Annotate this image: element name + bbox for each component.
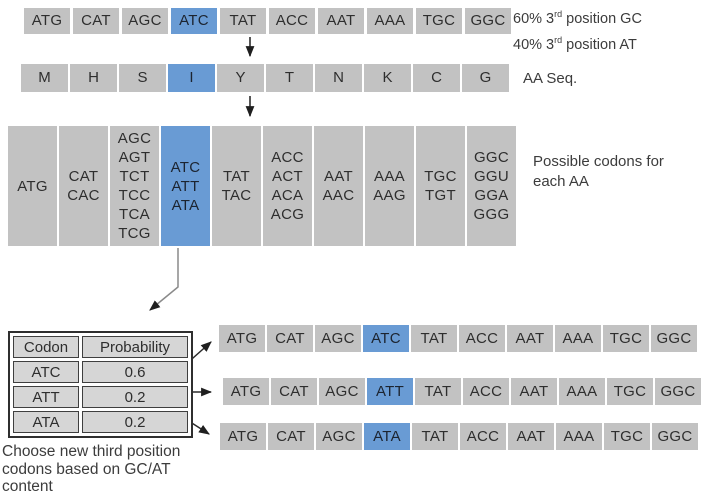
codon-cell: AGC xyxy=(315,325,361,352)
table-header-row: Codon Probability xyxy=(13,336,188,358)
codon-cell: ACC xyxy=(463,378,509,405)
result-sequence-2: ATG CAT AGC ATT TAT ACC AAT AAA TGC GGC xyxy=(223,378,701,405)
codon-cell: TAT xyxy=(415,378,461,405)
table-header-probability: Probability xyxy=(82,336,188,358)
codon-cell: TAT xyxy=(411,325,457,352)
table-header-codon: Codon xyxy=(13,336,79,358)
codon-cell: AAA xyxy=(559,378,605,405)
codon-cell: GGC xyxy=(655,378,701,405)
table-cell-probability: 0.2 xyxy=(82,411,188,433)
table-cell-codon: ATC xyxy=(13,361,79,383)
codon-cell-highlighted: ATC xyxy=(363,325,409,352)
aa-cell: N xyxy=(315,64,362,92)
aa-cell: C xyxy=(413,64,460,92)
aa-cell: M xyxy=(21,64,68,92)
codon-column: AAT AAC xyxy=(314,126,363,246)
gc-annotation-line1: 60% 3rd position GC xyxy=(513,9,642,27)
codon-column: AGC AGT TCT TCC TCA TCG xyxy=(110,126,159,246)
codon-cell: AAT xyxy=(508,423,554,450)
probability-table: Codon Probability ATC 0.6 ATT 0.2 ATA 0.… xyxy=(8,331,193,438)
aa-cell: H xyxy=(70,64,117,92)
aa-cell: Y xyxy=(217,64,264,92)
codon-column: TGC TGT xyxy=(416,126,465,246)
codon-cell: AGC xyxy=(122,8,168,34)
table-caption: Choose new third position codons based o… xyxy=(2,443,181,495)
gc-content-annotation: 60% 3rd position GC 40% 3rd position AT xyxy=(513,4,642,56)
codon-cell: AAA xyxy=(556,423,602,450)
table-row: ATT 0.2 xyxy=(13,386,188,408)
gc-annotation-line2: 40% 3rd position AT xyxy=(513,34,637,53)
codon-cell: ATG xyxy=(220,423,266,450)
codon-cell: AAA xyxy=(367,8,413,34)
codon-column: ATG xyxy=(8,126,57,246)
codon-cell: TGC xyxy=(603,325,649,352)
codon-cell: GGC xyxy=(465,8,511,34)
aa-cell: S xyxy=(119,64,166,92)
codon-cell: ATG xyxy=(24,8,70,34)
codon-cell: CAT xyxy=(267,325,313,352)
codon-cell: CAT xyxy=(268,423,314,450)
codon-cell: TGC xyxy=(607,378,653,405)
codon-column: TAT TAC xyxy=(212,126,261,246)
codon-cell-highlighted: ATT xyxy=(367,378,413,405)
aa-cell: K xyxy=(364,64,411,92)
table-row: ATC 0.6 xyxy=(13,361,188,383)
result-sequence-1: ATG CAT AGC ATC TAT ACC AAT AAA TGC GGC xyxy=(219,325,697,352)
codon-cell: AGC xyxy=(319,378,365,405)
codon-cell-highlighted: ATC xyxy=(171,8,217,34)
possible-codons-block: ATG CAT CAC AGC AGT TCT TCC TCA TCG ATC … xyxy=(8,126,516,246)
aa-sequence: M H S I Y T N K C G xyxy=(21,64,509,92)
codon-cell: TGC xyxy=(416,8,462,34)
result-sequence-3: ATG CAT AGC ATA TAT ACC AAT AAA TGC GGC xyxy=(220,423,698,450)
top-codon-sequence: ATG CAT AGC ATC TAT ACC AAT AAA TGC GGC xyxy=(24,8,511,34)
codon-cell: ACC xyxy=(460,423,506,450)
codon-cell: AAT xyxy=(511,378,557,405)
codon-column: AAA AAG xyxy=(365,126,414,246)
codon-cell: CAT xyxy=(73,8,119,34)
aa-seq-label: AA Seq. xyxy=(523,70,578,87)
codon-cell: AAT xyxy=(507,325,553,352)
table-cell-probability: 0.2 xyxy=(82,386,188,408)
codon-cell: TAT xyxy=(412,423,458,450)
codon-column: CAT CAC xyxy=(59,126,108,246)
codon-cell: AAT xyxy=(318,8,364,34)
aa-cell-highlighted: I xyxy=(168,64,215,92)
codon-column: ACC ACT ACA ACG xyxy=(263,126,312,246)
codon-column-highlighted: ATC ATT ATA xyxy=(161,126,210,246)
table-cell-codon: ATA xyxy=(13,411,79,433)
codon-cell: ATG xyxy=(223,378,269,405)
codon-cell: ACC xyxy=(459,325,505,352)
table-row: ATA 0.2 xyxy=(13,411,188,433)
codon-cell: GGC xyxy=(651,325,697,352)
codon-cell: TAT xyxy=(220,8,266,34)
table-cell-probability: 0.6 xyxy=(82,361,188,383)
codon-cell: CAT xyxy=(271,378,317,405)
aa-cell: G xyxy=(462,64,509,92)
codon-cell: ACC xyxy=(269,8,315,34)
aa-cell: T xyxy=(266,64,313,92)
codon-cell: AAA xyxy=(555,325,601,352)
table-cell-codon: ATT xyxy=(13,386,79,408)
codon-cell-highlighted: ATA xyxy=(364,423,410,450)
arrow-block-to-table xyxy=(149,248,179,311)
codon-cell: AGC xyxy=(316,423,362,450)
possible-codons-label: Possible codons for each AA xyxy=(533,153,664,190)
codon-cell: GGC xyxy=(652,423,698,450)
codon-cell: ATG xyxy=(219,325,265,352)
codon-column: GGC GGU GGA GGG xyxy=(467,126,516,246)
codon-cell: TGC xyxy=(604,423,650,450)
